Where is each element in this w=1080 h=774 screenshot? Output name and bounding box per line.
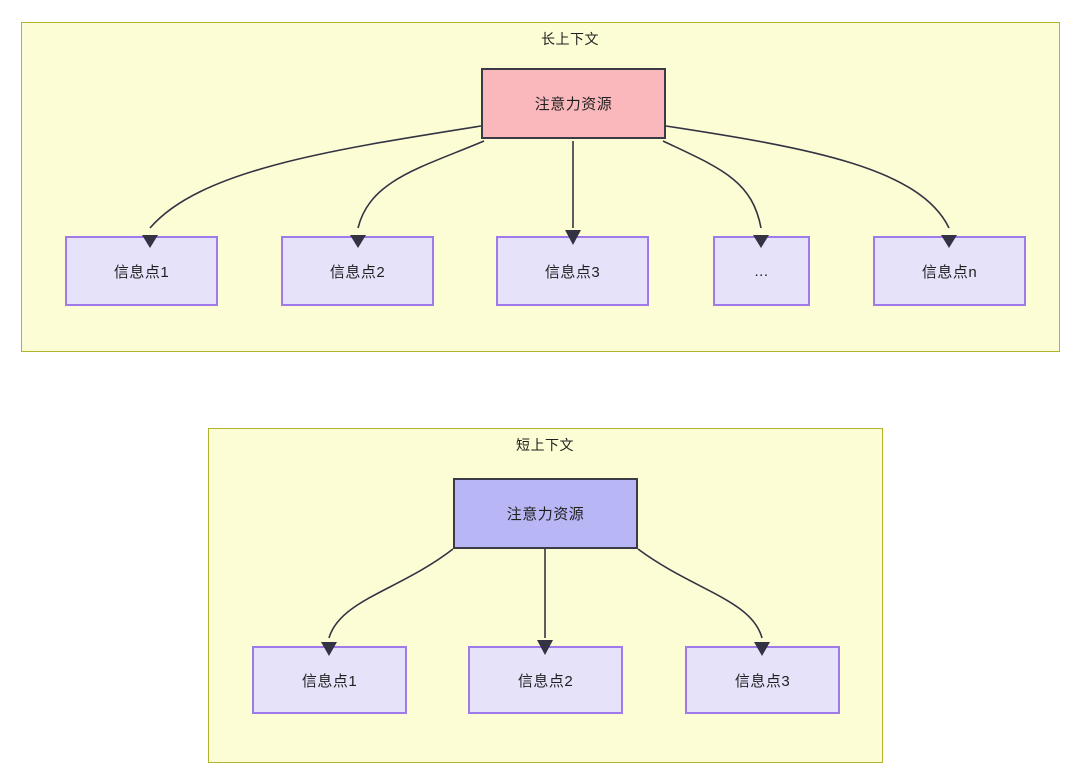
node-label: ... xyxy=(754,262,769,280)
group-short-context-label: 短上下文 xyxy=(516,437,574,453)
node-info-point-ellipsis-long[interactable]: ... xyxy=(713,236,810,306)
node-label: 信息点2 xyxy=(329,263,386,281)
group-long-context-label: 长上下文 xyxy=(541,31,599,47)
node-label: 信息点3 xyxy=(544,263,601,281)
node-label: 信息点1 xyxy=(301,672,358,690)
node-attention-resource-long[interactable]: 注意力资源 xyxy=(481,68,666,139)
node-info-point-2-short[interactable]: 信息点2 xyxy=(468,646,623,714)
node-info-point-1-short[interactable]: 信息点1 xyxy=(252,646,407,714)
node-info-point-2-long[interactable]: 信息点2 xyxy=(281,236,434,306)
node-info-point-3-short[interactable]: 信息点3 xyxy=(685,646,840,714)
node-attention-resource-short[interactable]: 注意力资源 xyxy=(453,478,638,549)
node-label: 信息点1 xyxy=(113,263,170,281)
node-label: 信息点n xyxy=(921,263,978,281)
node-info-point-3-long[interactable]: 信息点3 xyxy=(496,236,649,306)
node-label: 注意力资源 xyxy=(506,506,585,523)
node-info-point-1-long[interactable]: 信息点1 xyxy=(65,236,218,306)
node-label: 注意力资源 xyxy=(534,96,613,113)
node-label: 信息点3 xyxy=(734,672,791,690)
node-label: 信息点2 xyxy=(517,672,574,690)
node-info-point-n-long[interactable]: 信息点n xyxy=(873,236,1026,306)
